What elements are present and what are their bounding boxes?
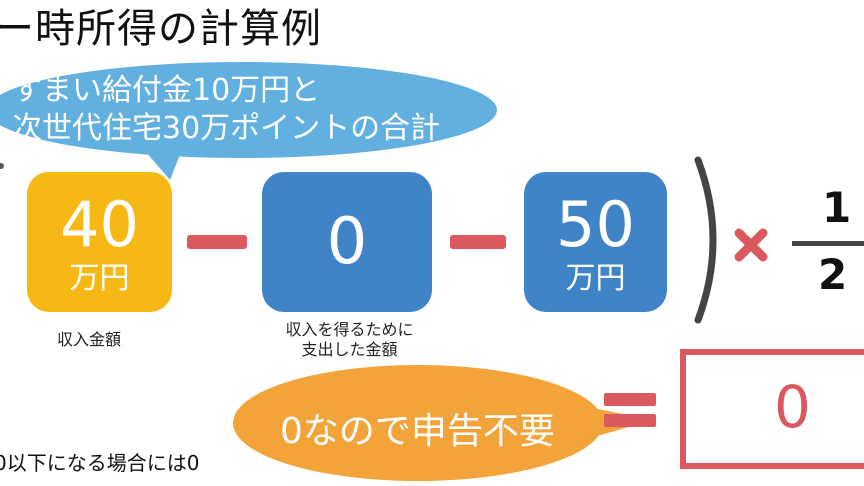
minus-sign-1 <box>187 235 247 249</box>
expense-value: 0 <box>326 205 368 279</box>
deduction-unit: 万円 <box>565 261 626 296</box>
bubble-top-line2: 次世代住宅30万ポイントの合計 <box>12 111 441 146</box>
bubble-top-line1: すまい給付金10万円と <box>12 73 321 108</box>
fraction-bar <box>792 241 864 246</box>
equals-sign-bottom <box>604 414 656 427</box>
income-value: 40 <box>60 188 139 261</box>
income-box: 40 万円 <box>27 172 172 312</box>
equals-sign-top <box>604 393 656 406</box>
income-unit: 万円 <box>69 261 130 296</box>
result-value: 0 <box>774 373 811 441</box>
footnote: 0以下になる場合には0 <box>0 451 200 475</box>
closing-parenthesis <box>694 156 717 324</box>
expense-label-line1: 収入を得るために <box>285 320 414 339</box>
bullet-dot <box>0 163 4 169</box>
fraction-denominator: 2 <box>818 250 848 299</box>
expense-label-line2: 支出した金額 <box>301 340 398 359</box>
deduction-box: 50 万円 <box>524 172 667 312</box>
bubble-top-text: すまい給付金10万円と 次世代住宅30万ポイントの合計 <box>12 72 440 148</box>
fraction-numerator: 1 <box>822 183 852 232</box>
times-icon <box>734 228 768 262</box>
expense-box: 0 <box>262 172 432 312</box>
deduction-value: 50 <box>556 188 635 261</box>
bubble-bottom-text: 0なので申告不要 <box>280 411 555 452</box>
speech-bubble-top <box>0 62 497 180</box>
page-title: ー時所得の計算例 <box>0 6 322 52</box>
minus-sign-2 <box>450 235 506 249</box>
result-box: 0 <box>680 349 864 469</box>
expense-label: 収入を得るために 支出した金額 <box>272 320 427 360</box>
income-label: 収入金額 <box>57 330 122 349</box>
